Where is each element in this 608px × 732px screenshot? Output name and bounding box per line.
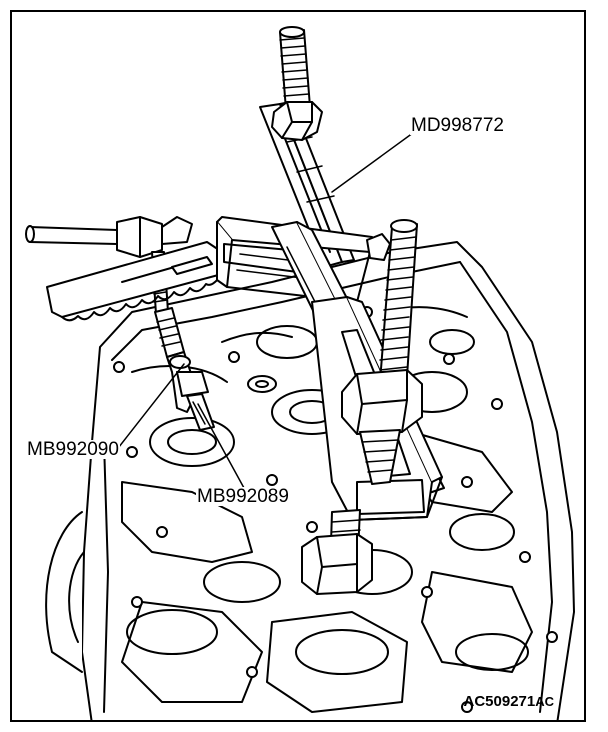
figure-suffix: AC	[535, 694, 554, 709]
bolt-holes	[113, 306, 558, 713]
leader-lines	[114, 129, 418, 489]
leader-mb992090	[114, 363, 185, 453]
spring-compressor-tool	[216, 26, 445, 595]
leader-md998772	[331, 129, 418, 193]
label-mb992090: MB992090	[26, 439, 120, 460]
engine-illustration	[25, 26, 575, 720]
figure-code: AC509271	[463, 693, 536, 710]
label-mb992089: MB992089	[196, 486, 290, 507]
figure-reference: AC509271AC	[464, 693, 555, 710]
label-md998772: MD998772	[410, 115, 505, 136]
illustration-frame: MD998772 MB992090 MB992089 AC509271AC	[10, 10, 586, 722]
leader-mb992089	[197, 403, 245, 489]
